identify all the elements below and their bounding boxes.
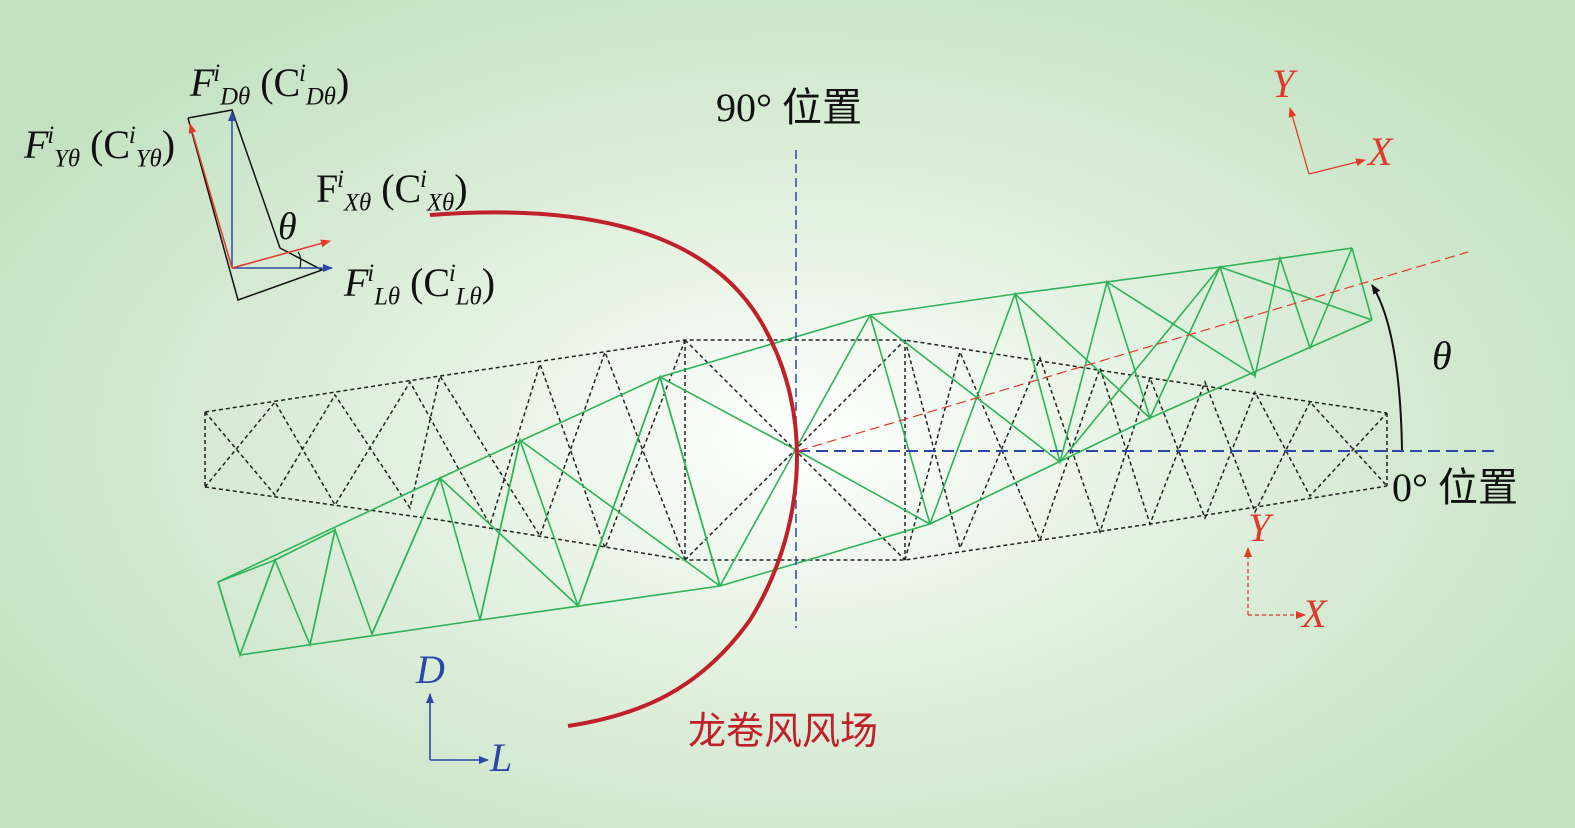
ninety-degree-label: 90° 位置	[716, 85, 862, 130]
rotated-axis-line	[797, 251, 1469, 452]
axis-x-bottom: X	[1302, 591, 1327, 636]
axis-y-bottom: Y	[1248, 505, 1271, 550]
axis-l-label: L	[490, 735, 513, 780]
theta-small-label: θ	[278, 206, 297, 248]
tornado-label: 龙卷风风场	[688, 709, 879, 753]
force-x-label: FiXθ (CiXθ)	[316, 165, 468, 217]
force-y-label: FiYθ (CiYθ)	[24, 121, 176, 173]
theta-arc	[1371, 284, 1403, 451]
global-axes-bottom	[1244, 547, 1306, 619]
global-axes-top	[1288, 107, 1366, 175]
axis-d-label: D	[416, 647, 445, 692]
reference-truss	[204, 339, 1388, 561]
axis-y-top: Y	[1272, 61, 1295, 106]
wind-axes	[426, 693, 489, 764]
force-diagram	[187, 109, 333, 301]
axis-x-top: X	[1368, 129, 1393, 174]
zero-degree-label: 0° 位置	[1392, 465, 1518, 510]
theta-label: θ	[1432, 333, 1452, 378]
tornado-arc	[429, 210, 799, 728]
force-l-label: FiLθ (CiLθ)	[344, 259, 496, 311]
force-d-label: FiDθ (CiDθ)	[190, 59, 350, 111]
